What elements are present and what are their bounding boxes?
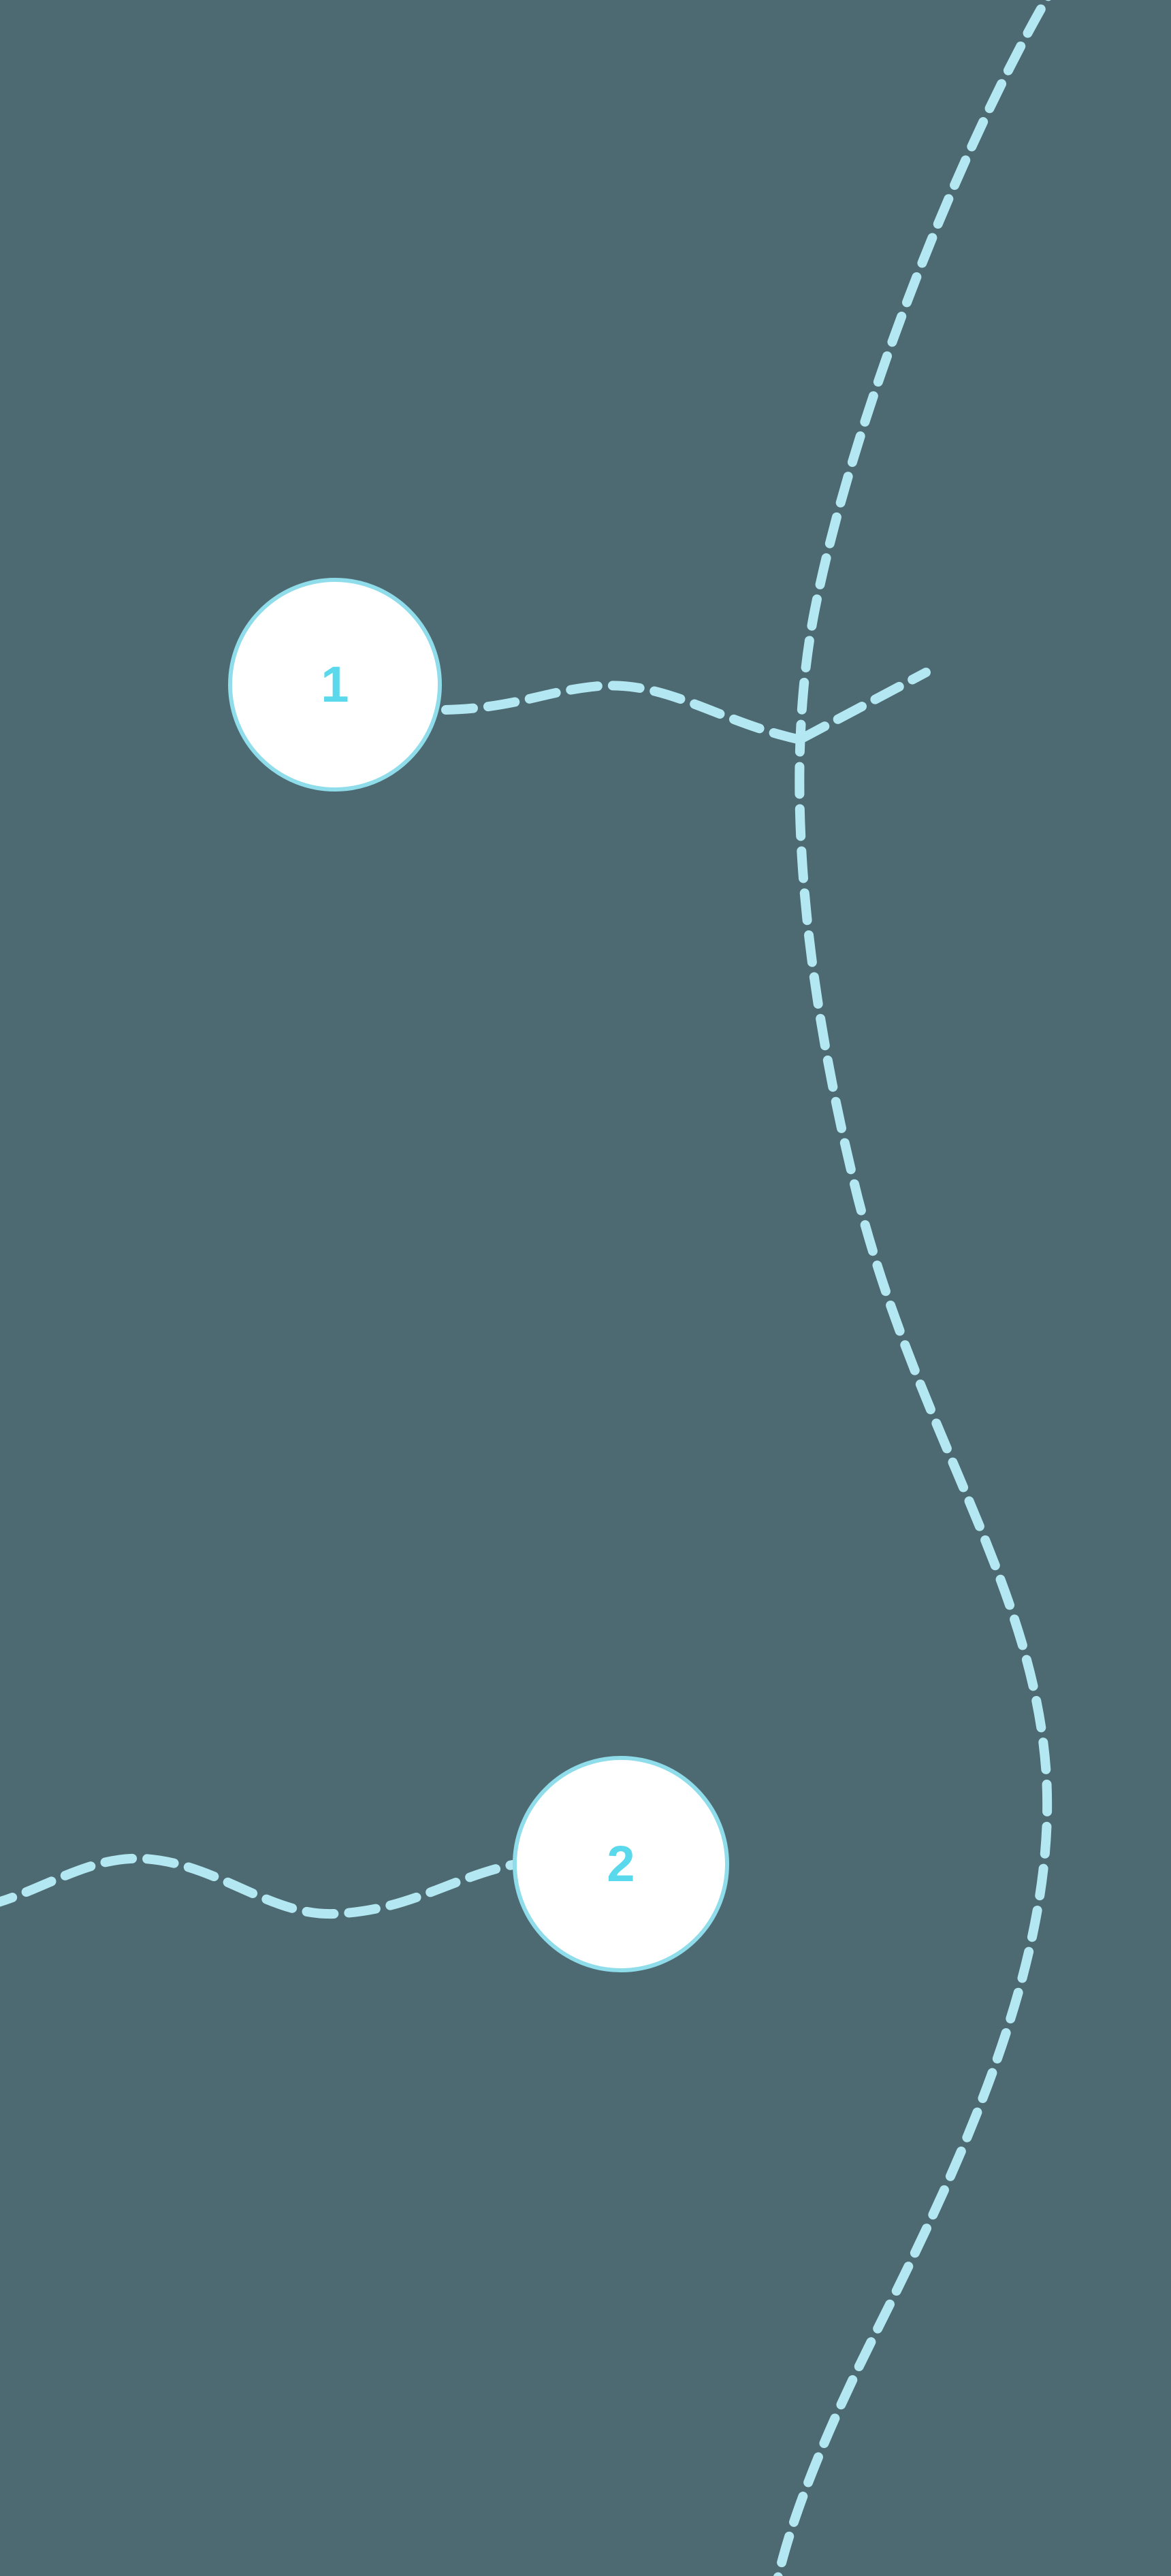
short-diagonal-branch <box>796 668 931 744</box>
step-node-2-label: 2 <box>607 1836 635 1892</box>
connector-into-step-2 <box>0 1853 517 1919</box>
connector-from-step-1 <box>441 681 815 747</box>
main-vertical-dashed-curve <box>773 0 1053 2576</box>
step-node-1-label: 1 <box>321 656 349 713</box>
step-node-1[interactable]: 1 <box>228 578 442 792</box>
step-node-2[interactable]: 2 <box>513 1756 729 1972</box>
